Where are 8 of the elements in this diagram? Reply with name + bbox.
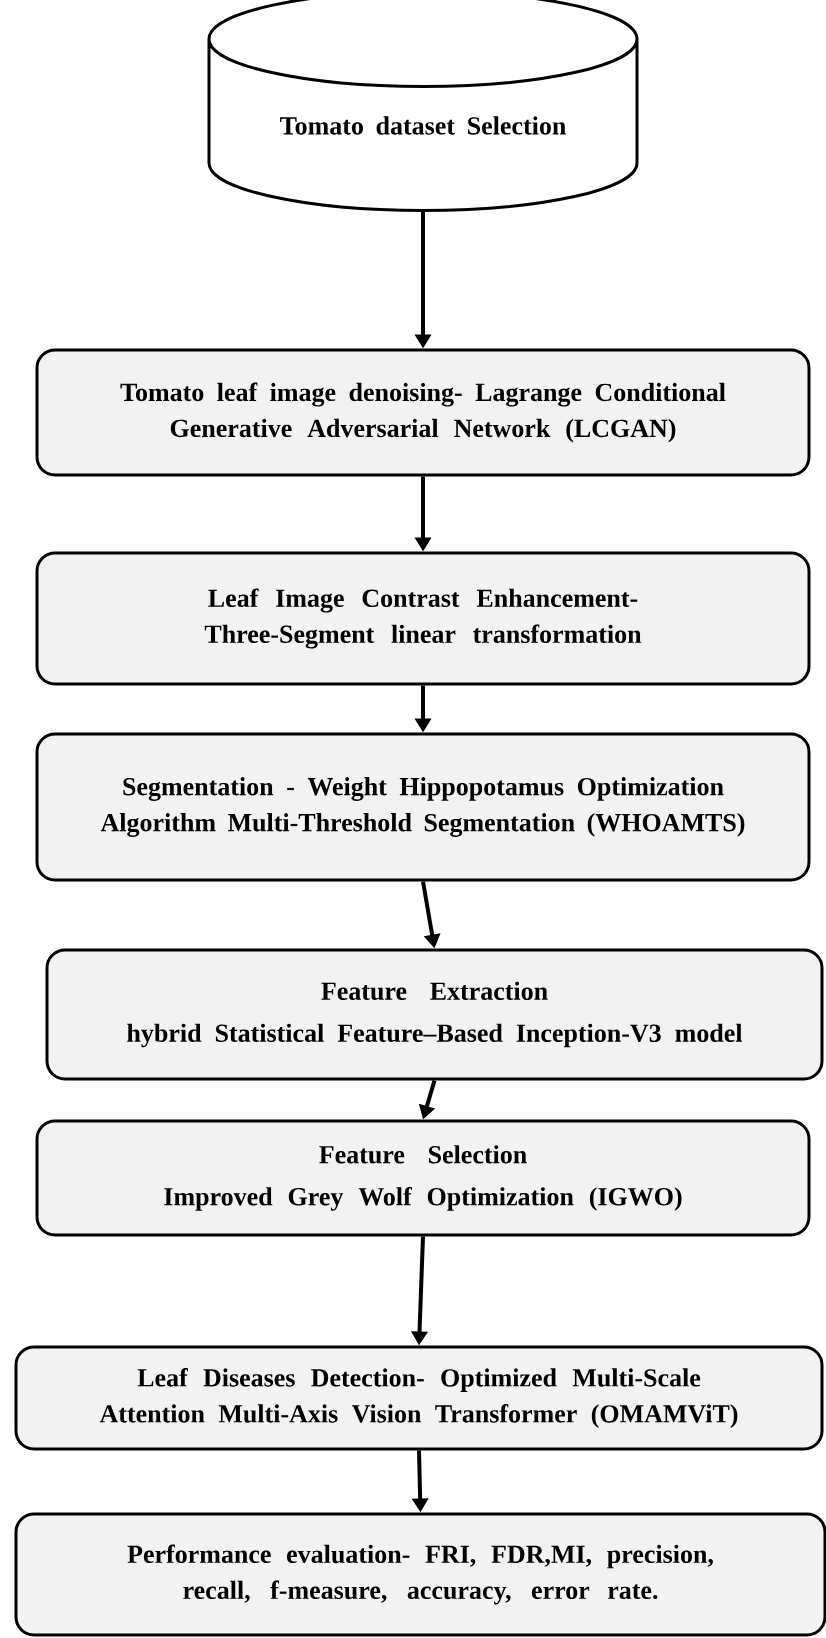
process-box: Feature Selection Improved Grey Wolf Optimization (IGWO): [35, 1119, 811, 1237]
process-box: Tomato leaf image denoising- Lagrange Conditional Generative Adversarial Network (LCGAN): [35, 348, 811, 477]
process-box: Leaf Image Contrast Enhancement- Three-Segment linear transformation: [35, 551, 811, 686]
process-box: Segmentation - Weight Hippopotamus Optimization Algorithm Multi-Threshold Segmentation (WHOAMTS): [35, 732, 811, 882]
process-box: Performance evaluation- FRI, FDR,MI, precision, recall, f-measure, accuracy, error rate.: [14, 1512, 826, 1637]
database-cylinder: Tomato dataset Selection: [207, 0, 639, 212]
process-box: Feature Extraction hybrid Statistical Feature–Based Inception-V3 model: [45, 948, 824, 1081]
process-box: Leaf Diseases Detection- Optimized Multi-Scale Attention Multi-Axis Vision Transformer (OMAMViT): [14, 1345, 824, 1451]
